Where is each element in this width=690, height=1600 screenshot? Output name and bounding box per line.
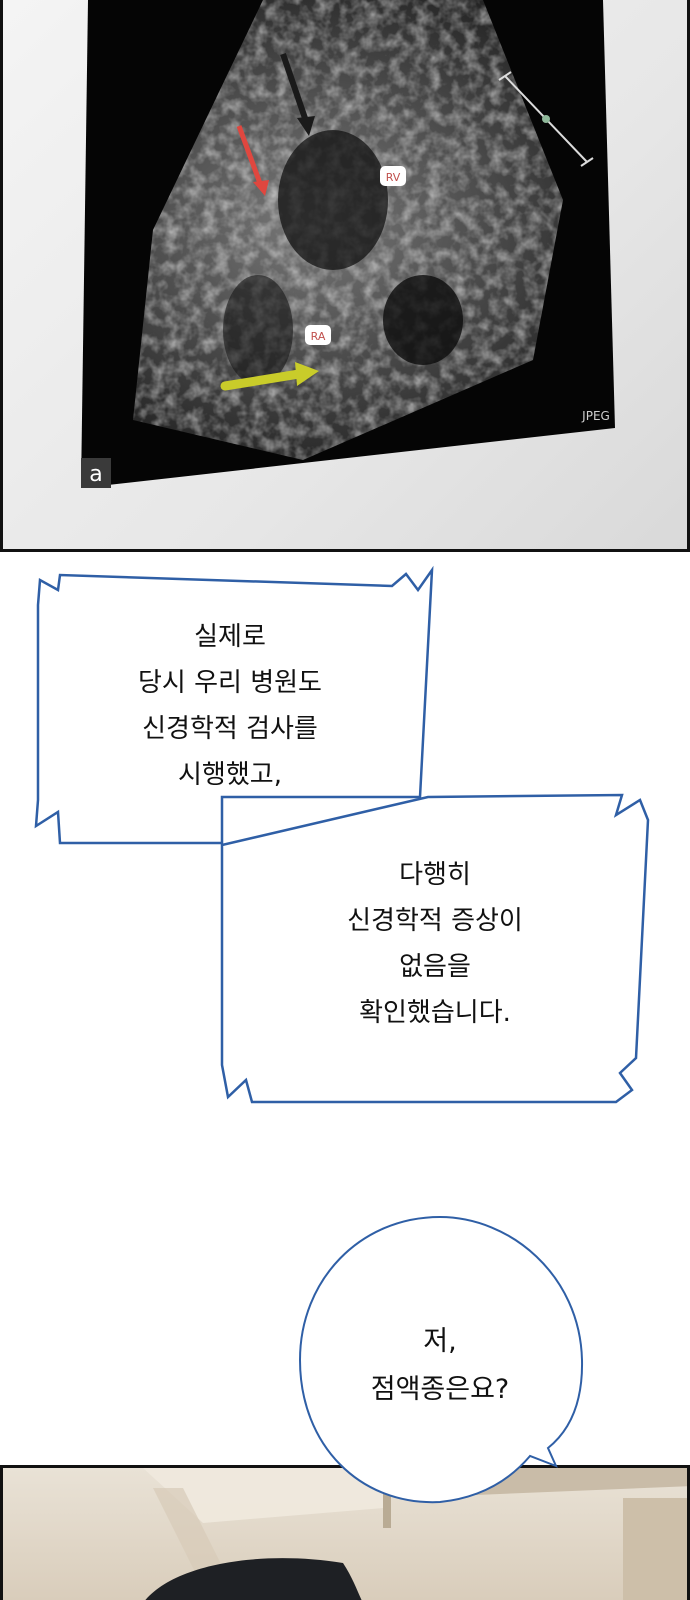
caption-2-line: 신경학적 증상이 [347, 906, 523, 936]
svg-text:a: a [89, 462, 102, 487]
echocardiogram-panel: RV RA JPEG a [0, 0, 690, 552]
svg-text:RV: RV [386, 171, 401, 184]
speech-line: 저, [423, 1326, 457, 1357]
caption-2-line: 확인했습니다. [359, 998, 511, 1028]
caption-1-line: 시행했고, [178, 760, 282, 790]
rv-label: RV [380, 166, 406, 186]
caption-1-line: 신경학적 검사를 [142, 714, 318, 744]
red-arrow-icon [236, 125, 269, 196]
caption-1-line: 실제로 [194, 622, 266, 652]
svg-text:RA: RA [311, 330, 326, 343]
room-illustration [143, 1468, 687, 1600]
speech-bubble-text: 저, 점액종은요? [300, 1318, 580, 1414]
speech-line: 점액종은요? [370, 1374, 510, 1405]
caption-2-line: 없음을 [399, 952, 471, 982]
scale-bar [498, 71, 594, 167]
caption-1-line: 당시 우리 병원도 [138, 668, 322, 698]
caption-text-2: 다행히 신경학적 증상이 없음을 확인했습니다. [230, 852, 640, 1036]
image-letter-tag: a [81, 458, 111, 488]
ra-label: RA [305, 325, 331, 345]
caption-2-line: 다행히 [399, 860, 471, 890]
room-panel [0, 1465, 690, 1600]
caption-text-1: 실제로 당시 우리 병원도 신경학적 검사를 시행했고, [60, 614, 400, 798]
echocardiogram-illustration: RV RA JPEG a [81, 0, 615, 488]
jpeg-label: JPEG [581, 409, 610, 423]
dark-arrow-icon [280, 53, 315, 136]
yellow-arrow-icon [220, 362, 319, 391]
character-hair [145, 1558, 362, 1600]
